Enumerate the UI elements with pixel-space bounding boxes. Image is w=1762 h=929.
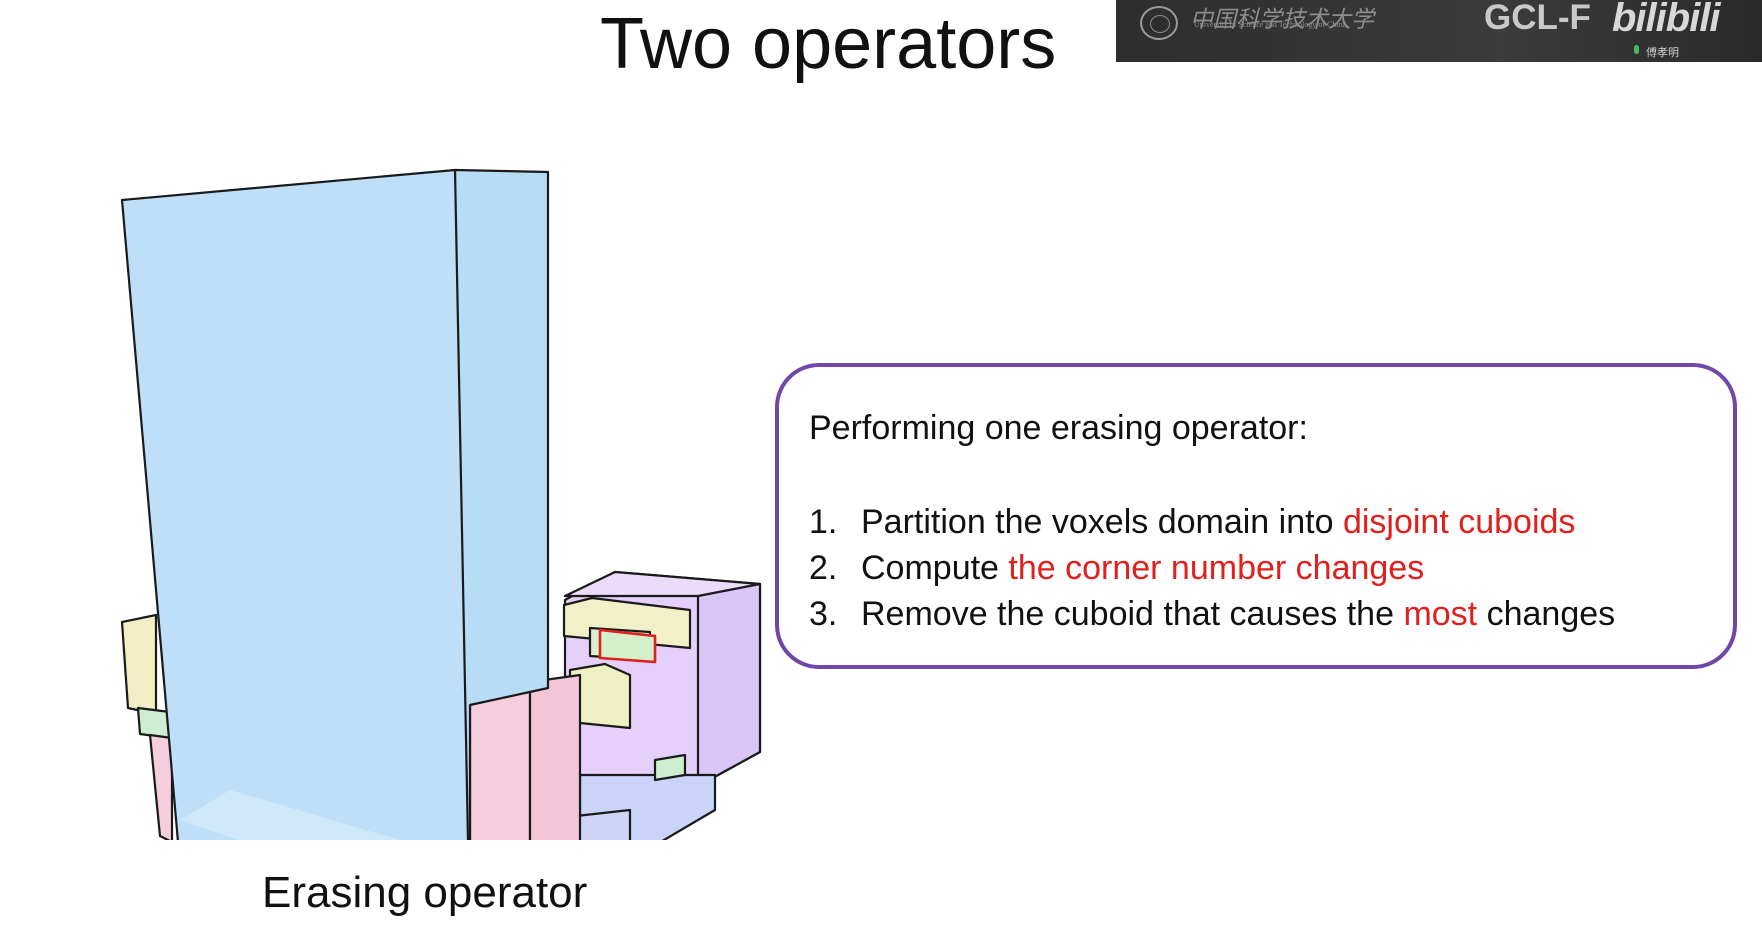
left-yellow-cuboid [120,613,158,716]
box-heading: Performing one erasing operator: [809,409,1308,447]
bilibili-logo: bilibili [1612,0,1721,40]
university-seal-icon [1140,6,1178,40]
video-overlay-banner: 中国科学技术大学 University of Science and Techn… [1116,0,1762,62]
erasing-steps-box: Performing one erasing operator: 1.Parti… [775,363,1737,669]
university-name-en: University of Science and Technology of … [1194,20,1347,29]
list-item: 2.Compute the corner number changes [809,549,1425,587]
blue-cuboid-side [453,168,550,840]
university-name-cn: 中国科学技术大学 [1190,7,1374,33]
highlighted-cuboid [598,628,657,664]
microphone-icon [1634,45,1639,54]
list-item: 1.Partition the voxels domain into disjo… [809,503,1576,541]
lab-name: GCL-F [1484,0,1591,37]
list-item: 3.Remove the cuboid that causes the most… [809,595,1616,633]
figure-caption: Erasing operator [262,868,588,917]
slide-title: Two operators [600,4,1057,84]
left-pink-cuboid [148,733,174,840]
pink-cuboid [468,680,532,840]
blue-cuboid-front [120,168,470,840]
cuboid-illustration [120,168,762,840]
steps-list: 1.Partition the voxels domain into disjo… [809,499,1615,637]
erasing-operator-figure [110,160,770,840]
speaker-name: 傅孝明 [1646,47,1679,59]
